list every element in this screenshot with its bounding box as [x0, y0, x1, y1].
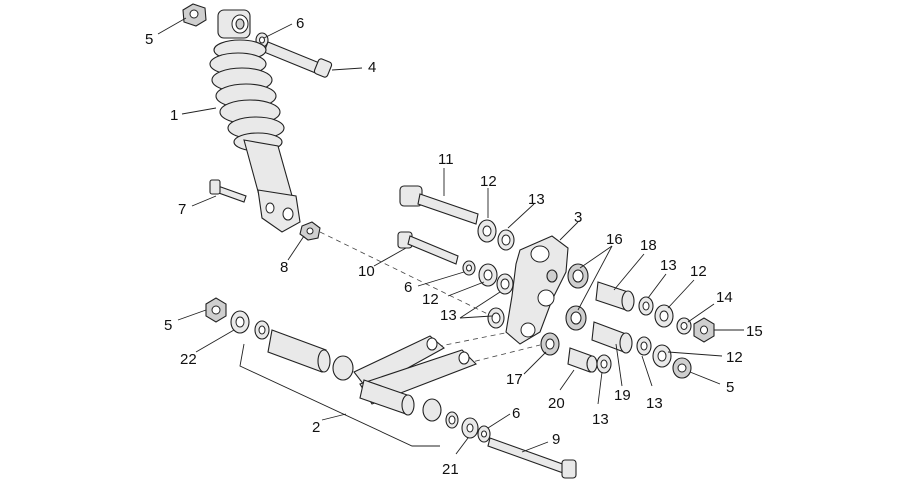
label-22: 22 [180, 351, 197, 368]
right-upper-washers [638, 296, 692, 335]
bushings [540, 263, 589, 356]
label-6-mid: 6 [404, 279, 412, 296]
label-6-top: 6 [296, 15, 304, 32]
label-18: 18 [640, 237, 657, 254]
lower-bolt [209, 179, 247, 203]
label-5-left: 5 [164, 317, 172, 334]
label-10: 10 [358, 263, 375, 280]
label-12-lower: 12 [726, 349, 743, 366]
bushing-20 [567, 347, 612, 374]
mid-washers [462, 260, 514, 329]
label-9: 9 [552, 431, 560, 448]
label-13-lower-right: 13 [646, 395, 663, 412]
label-12-right: 12 [690, 263, 707, 280]
label-13-right: 13 [660, 257, 677, 274]
label-13-mid: 13 [440, 307, 457, 324]
label-14: 14 [716, 289, 733, 306]
label-12-mid: 12 [422, 291, 439, 308]
lower-nut [299, 221, 321, 241]
label-1: 1 [170, 107, 178, 124]
label-4: 4 [368, 59, 376, 76]
linkage-kit [205, 297, 479, 439]
label-6-lower: 6 [512, 405, 520, 422]
label-15: 15 [746, 323, 763, 340]
label-8: 8 [280, 259, 288, 276]
label-7: 7 [178, 201, 186, 218]
leader-lines [157, 17, 744, 455]
sleeve-18 [595, 281, 635, 312]
shock-absorber [182, 3, 333, 233]
label-11: 11 [438, 151, 454, 168]
long-bolt [487, 437, 577, 479]
right-nut [693, 317, 715, 343]
label-12-top: 12 [480, 173, 497, 190]
label-21: 21 [442, 461, 459, 478]
label-13-top: 13 [528, 191, 545, 208]
label-20: 20 [548, 395, 565, 412]
label-3: 3 [574, 209, 582, 226]
top-bolt [399, 185, 479, 225]
right-lower-washers [636, 336, 672, 368]
upper-washers [477, 219, 515, 251]
label-5-right: 5 [726, 379, 734, 396]
label-2: 2 [312, 419, 320, 436]
right-flange-nut [672, 357, 692, 379]
rocker-plate [505, 235, 569, 345]
sleeve-19 [591, 321, 633, 354]
label-17: 17 [506, 371, 523, 388]
lower-washer-6 [477, 425, 491, 443]
label-13-bottom: 13 [592, 411, 609, 428]
callout-labels: 5 6 4 1 7 8 11 12 13 3 10 6 12 13 16 18 … [145, 15, 763, 478]
label-19: 19 [614, 387, 631, 404]
label-5-top: 5 [145, 31, 153, 48]
mid-bolt [397, 231, 459, 265]
label-16: 16 [606, 231, 623, 248]
